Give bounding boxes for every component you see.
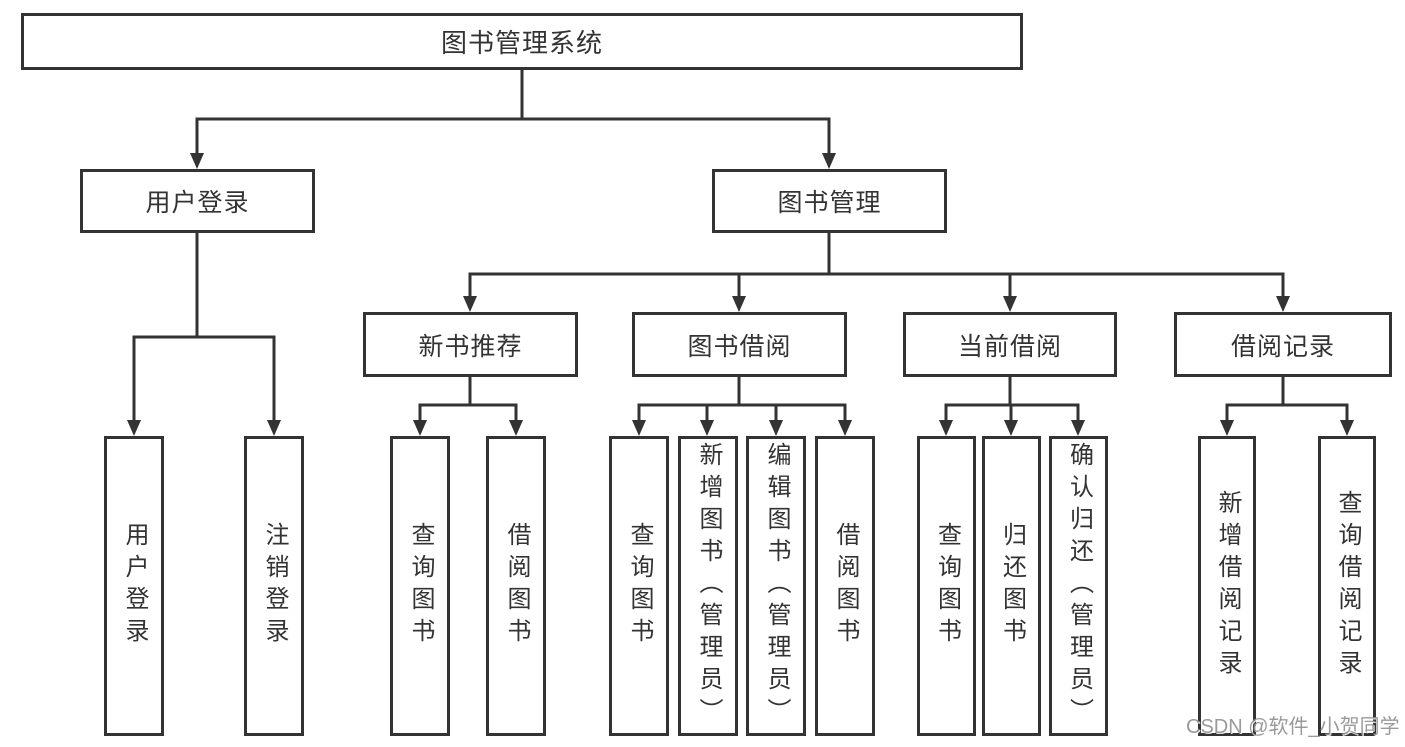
node-label: 图书借阅 [687, 332, 792, 361]
node-label: 确认归还（管理员） [1065, 442, 1093, 730]
node-label: 归还图书 [998, 522, 1026, 650]
node-label: 查询图书 [407, 522, 434, 650]
watermark: CSDN @软件_小贺同学 [1186, 716, 1400, 738]
leaf-edit-book-admin: 编辑图书（管理员） [746, 436, 806, 736]
node-borrowing-records: 借阅记录 [1174, 312, 1392, 377]
node-label: 查询图书 [626, 522, 653, 650]
node-label: 新书推荐 [418, 332, 523, 361]
node-label: 借阅图书 [832, 522, 859, 650]
node-label: 当前借阅 [957, 332, 1062, 361]
leaf-borrow-books-recommend: 借阅图书 [486, 436, 546, 736]
leaf-borrow-books: 借阅图书 [815, 436, 875, 736]
leaf-user-login: 用户登录 [104, 436, 164, 736]
node-label: 用户登录 [121, 522, 148, 650]
node-label: 新增图书（管理员） [695, 442, 722, 730]
leaf-add-book-admin: 新增图书（管理员） [678, 436, 738, 736]
node-label: 用户登录 [145, 189, 250, 217]
node-label: 编辑图书（管理员） [763, 442, 790, 730]
node-label: 查询借阅记录 [1334, 490, 1361, 682]
leaf-query-books-borrow: 查询图书 [609, 436, 669, 736]
leaf-query-books-recommend: 查询图书 [390, 436, 450, 736]
node-label: 新增借阅记录 [1214, 490, 1241, 682]
leaf-confirm-return-admin: 确认归还（管理员） [1049, 436, 1108, 736]
node-book-borrowing: 图书借阅 [632, 312, 847, 377]
node-label: 借阅图书 [503, 522, 530, 650]
node-current-borrowing: 当前借阅 [903, 312, 1117, 377]
node-label: 借阅记录 [1230, 332, 1335, 361]
leaf-query-books-current: 查询图书 [917, 436, 976, 736]
node-label: 图书管理 [777, 189, 882, 217]
node-new-book-recommendation: 新书推荐 [363, 312, 578, 377]
node-label: 图书管理系统 [440, 28, 603, 58]
node-book-management: 图书管理 [712, 169, 947, 233]
leaf-logout: 注销登录 [244, 436, 304, 736]
node-label: 注销登录 [261, 522, 288, 650]
node-root: 图书管理系统 [21, 13, 1023, 70]
node-label: 查询图书 [933, 522, 961, 650]
node-user-login: 用户登录 [80, 169, 315, 233]
leaf-query-borrow-record: 查询借阅记录 [1318, 436, 1376, 736]
leaf-return-books: 归还图书 [982, 436, 1041, 736]
leaf-add-borrow-record: 新增借阅记录 [1198, 436, 1256, 736]
